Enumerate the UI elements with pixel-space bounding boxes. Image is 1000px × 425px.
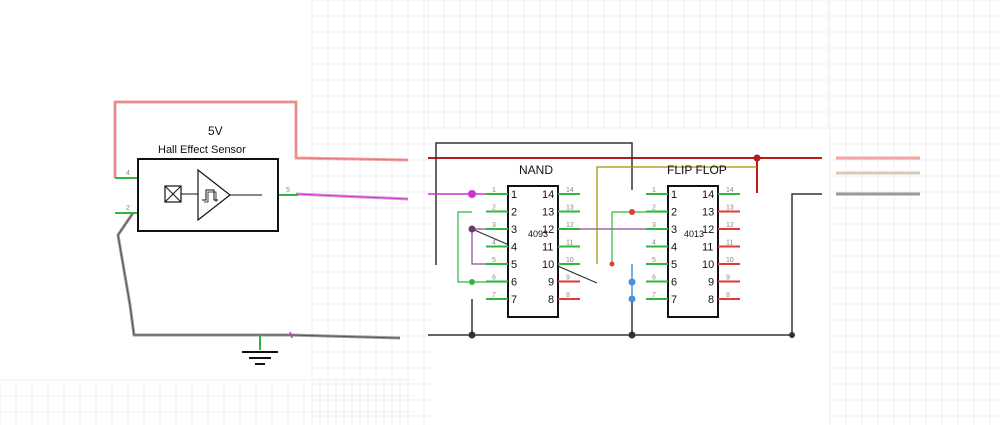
nand-pin-inner-label: 8 bbox=[548, 294, 554, 306]
junction-nand-7[interactable] bbox=[468, 331, 476, 339]
nand-title: NAND bbox=[519, 163, 553, 177]
ff-pin-label: 1 bbox=[652, 187, 656, 194]
nand-pin-label: 12 bbox=[566, 222, 574, 229]
nand-pin-inner-label: 3 bbox=[511, 224, 517, 236]
nand-pin-inner-label: 2 bbox=[511, 207, 517, 219]
nand-pin-label: 1 bbox=[492, 187, 496, 194]
ff-pin-label: 14 bbox=[726, 187, 734, 194]
nand-pin-inner-label: 14 bbox=[542, 189, 554, 201]
junction-vcc[interactable] bbox=[753, 154, 761, 162]
ff-pin-inner-label: 7 bbox=[671, 294, 677, 306]
nand-pin-inner-label: 12 bbox=[542, 224, 554, 236]
flipflop-part-number: 4013 bbox=[684, 229, 704, 239]
nand-out-to-ff-wire[interactable] bbox=[611, 211, 668, 264]
ff-pin-inner-label: 1 bbox=[671, 189, 677, 201]
nand-pin-label: 2 bbox=[492, 205, 496, 212]
ff-pin-inner-label: 10 bbox=[702, 259, 714, 271]
nand-pin-inner-label: 6 bbox=[511, 277, 517, 289]
ff-pin-inner-label: 14 bbox=[702, 189, 714, 201]
ff-pin-label: 6 bbox=[652, 275, 656, 282]
ff-pin-label: 4 bbox=[652, 240, 656, 247]
ff-pin-inner-label: 8 bbox=[708, 294, 714, 306]
schmitt-trigger-icon bbox=[197, 168, 262, 222]
junction-ff-7[interactable] bbox=[628, 295, 636, 303]
ground-symbol-icon bbox=[242, 331, 293, 365]
nand-pin-inner-label: 4 bbox=[511, 242, 517, 254]
ff-pin-label: 9 bbox=[726, 275, 730, 282]
nand-pin-inner-label: 9 bbox=[548, 277, 554, 289]
hall-effect-sensor[interactable]: 4 2 5 Hall Effect Sensor bbox=[115, 144, 298, 232]
signal-wire-out-core bbox=[295, 193, 409, 200]
ff-pin-label: 8 bbox=[726, 292, 730, 299]
ff-pin-label: 3 bbox=[652, 222, 656, 229]
ff-pin-label: 10 bbox=[726, 257, 734, 264]
nand-loop-wire[interactable] bbox=[457, 211, 512, 283]
junction-nand-3[interactable] bbox=[468, 225, 476, 233]
nand-pin-inner-label: 7 bbox=[511, 294, 517, 306]
nand-pin-label: 10 bbox=[566, 257, 574, 264]
junction-ff-gnd[interactable] bbox=[628, 331, 636, 339]
ff-pin-inner-label: 12 bbox=[702, 224, 714, 236]
left-panel: 5V 4 2 5 Hall Effect Sensor bbox=[113, 100, 409, 365]
supply-wire-5v-core bbox=[114, 101, 409, 178]
nand-pin-label: 3 bbox=[492, 222, 496, 229]
nand-pin-inner-label: 13 bbox=[542, 207, 554, 219]
far-right-panel bbox=[836, 156, 920, 196]
nand-pin-label: 9 bbox=[566, 275, 570, 282]
nand-pin-inner-label: 11 bbox=[542, 242, 553, 254]
junction-nand-6[interactable] bbox=[469, 279, 475, 285]
sensor-pin-gnd-number: 2 bbox=[126, 205, 130, 212]
nand-pin-label: 13 bbox=[566, 205, 574, 212]
ff-pin-inner-label: 13 bbox=[702, 207, 714, 219]
nand-body[interactable] bbox=[507, 185, 559, 318]
output-wire-right[interactable] bbox=[791, 193, 822, 335]
ff-pin-inner-label: 9 bbox=[708, 277, 714, 289]
ff-pin-label: 13 bbox=[726, 205, 734, 212]
ff-pin-label: 12 bbox=[726, 222, 734, 229]
nand-pin-label: 7 bbox=[492, 292, 496, 299]
sensor-pin-out-number: 5 bbox=[286, 187, 290, 194]
junction-ff-5[interactable] bbox=[609, 261, 615, 267]
ff-pin-label: 7 bbox=[652, 292, 656, 299]
nand-pin-label: 5 bbox=[492, 257, 496, 264]
hall-element-icon bbox=[164, 185, 198, 203]
nand-pin-label: 14 bbox=[566, 187, 574, 194]
nand-pin-inner-label: 5 bbox=[511, 259, 517, 271]
junction-ff-2[interactable] bbox=[629, 209, 635, 215]
ff-pin-inner-label: 11 bbox=[702, 242, 713, 254]
junction-ff-6[interactable] bbox=[628, 278, 636, 286]
ff-body[interactable] bbox=[667, 185, 719, 318]
ff-pin-inner-label: 4 bbox=[671, 242, 677, 254]
nand-pin-label: 6 bbox=[492, 275, 496, 282]
ff-pin-inner-label: 2 bbox=[671, 207, 677, 219]
nand-pin-label: 8 bbox=[566, 292, 570, 299]
olive-feedback-wire[interactable] bbox=[596, 166, 757, 264]
ff-pin-label: 2 bbox=[652, 205, 656, 212]
ff-pin-inner-label: 6 bbox=[671, 277, 677, 289]
flipflop-title: FLIP FLOP bbox=[667, 163, 727, 177]
supply-label: 5V bbox=[208, 124, 223, 138]
nand-pin-label: 11 bbox=[566, 240, 573, 247]
ff-pin-label: 11 bbox=[726, 240, 733, 247]
junction-signal[interactable] bbox=[468, 190, 476, 198]
sensor-title: Hall Effect Sensor bbox=[158, 144, 246, 156]
junction-right-gnd[interactable] bbox=[789, 332, 795, 338]
ff-pin-inner-label: 3 bbox=[671, 224, 677, 236]
sensor-pin-vcc-number: 4 bbox=[126, 170, 130, 177]
nand-part-number: 4093 bbox=[528, 229, 548, 239]
ff-pin-label: 5 bbox=[652, 257, 656, 264]
nand-pin-inner-label: 1 bbox=[511, 189, 517, 201]
nand-pin-inner-label: 10 bbox=[542, 259, 554, 271]
ground-wire-core bbox=[117, 212, 401, 339]
nand-pin-label: 4 bbox=[492, 240, 496, 247]
ff-pin-inner-label: 5 bbox=[671, 259, 677, 271]
